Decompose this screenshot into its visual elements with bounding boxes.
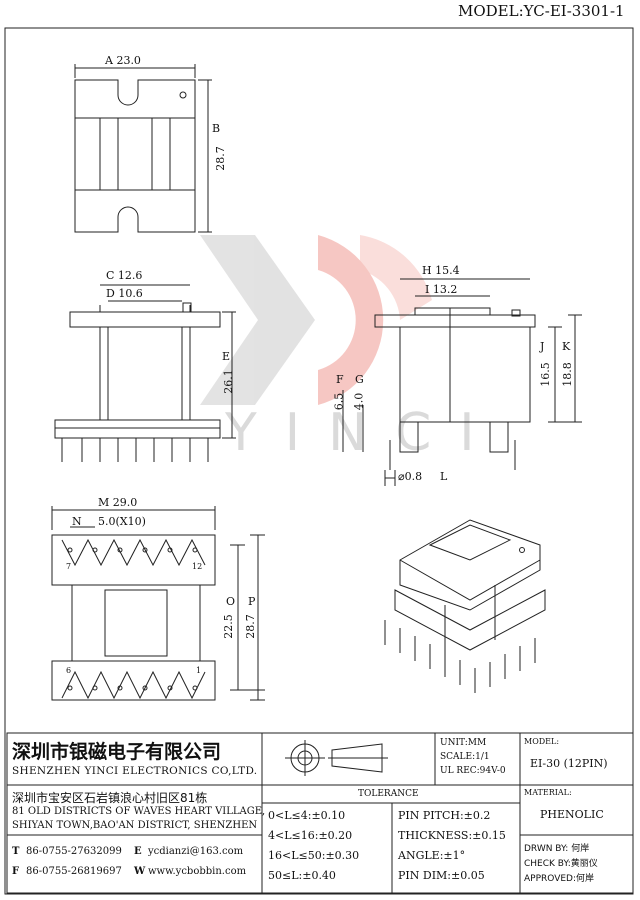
model-field-label: MODEL: <box>524 737 560 746</box>
dim-b: B <box>212 122 221 135</box>
web-icon: W <box>134 866 146 877</box>
model-header-label: MODEL: <box>458 2 524 20</box>
tel-value: 86-0755-27632099 <box>26 846 122 857</box>
dim-h: H 15.4 <box>422 264 460 277</box>
dim-l-letter: L <box>440 470 448 483</box>
dim-l: ⌀0.8 <box>398 470 423 483</box>
dim-n-value: 5.0(X10) <box>98 515 146 528</box>
tolerance-right-2: THICKNESS:±0.15 <box>398 829 506 842</box>
ul-rec-label: UL REC:94V-0 <box>440 766 506 776</box>
company-name-en: SHENZHEN YINCI ELECTRONICS CO,LTD. <box>12 765 258 777</box>
dim-o: O <box>226 595 236 608</box>
check-by: CHECK BY:黄丽仪 <box>524 859 598 869</box>
unit-label: UNIT:MM <box>440 738 487 748</box>
title-block-grid <box>6 732 634 894</box>
dim-f-value: 6.5 <box>332 392 346 411</box>
dim-b-value: 28.7 <box>213 146 227 171</box>
scale-label: SCALE:1/1 <box>440 752 490 762</box>
tolerance-left-3: 16<L≤50:±0.30 <box>268 849 360 862</box>
fax-row: F 86-0755-26819697 <box>12 866 122 877</box>
dim-p-value: 28.7 <box>243 614 257 639</box>
pin-6-label: 6 <box>66 666 72 675</box>
email-icon: E <box>134 846 142 857</box>
model-field-value: EI-30 (12PIN) <box>530 757 608 770</box>
web-value: www.ycbobbin.com <box>148 866 247 877</box>
dim-e-value: 26.1 <box>221 369 235 394</box>
dim-o-value: 22.5 <box>221 614 235 639</box>
dim-k: K <box>562 340 571 353</box>
dim-n: N <box>72 515 82 528</box>
fax-icon: F <box>12 866 20 877</box>
tolerance-left-1: 0<L≤4:±0.10 <box>268 809 346 822</box>
tolerance-right-3: ANGLE:±1° <box>398 849 466 862</box>
dim-d: D 10.6 <box>106 287 143 300</box>
dim-f: F <box>336 373 344 386</box>
dim-g: G <box>355 373 364 386</box>
dim-k-value: 18.8 <box>560 362 574 387</box>
pin-12-label: 12 <box>192 562 203 571</box>
tel-row: T 86-0755-27632099 <box>12 846 122 857</box>
tolerance-title: TOLERANCE <box>358 789 419 799</box>
dim-e: E <box>222 350 231 363</box>
top-view <box>74 64 212 233</box>
material-value: PHENOLIC <box>540 808 604 821</box>
approved-by: APPROVED:何岸 <box>524 874 594 884</box>
dim-a: A 23.0 <box>105 54 141 67</box>
model-header: MODEL:YC-EI-3301-1 <box>458 2 625 20</box>
isometric-view <box>384 519 546 693</box>
email-value: ycdianzi@163.com <box>148 846 244 857</box>
pin-1-label: 1 <box>196 666 202 675</box>
bottom-view <box>51 506 265 701</box>
address-en-2: SHIYAN TOWN,BAO'AN DISTRICT, SHENZHEN <box>12 820 258 831</box>
fax-value: 86-0755-26819697 <box>26 866 122 877</box>
front-view <box>54 284 236 462</box>
watermark-text: YINCI <box>224 403 503 463</box>
tolerance-right-1: PIN PITCH:±0.2 <box>398 809 491 822</box>
dim-g-value: 4.0 <box>352 392 366 411</box>
side-view <box>342 278 582 486</box>
projection-symbol-icon <box>285 740 388 776</box>
dim-i: I 13.2 <box>425 283 458 296</box>
tolerance-left-2: 4<L≤16:±0.20 <box>268 829 353 842</box>
dim-m: M 29.0 <box>98 496 138 509</box>
model-header-value: YC-EI-3301-1 <box>523 2 625 20</box>
address-en-1: 81 OLD DISTRICTS OF WAVES HEART VILLAGE, <box>12 806 266 817</box>
dim-j: J <box>540 340 545 353</box>
yinci-watermark-logo <box>200 235 432 405</box>
drawn-by: DRWN BY: 何岸 <box>524 844 590 854</box>
dim-p: P <box>248 595 256 608</box>
tel-icon: T <box>12 846 20 857</box>
material-label: MATERIAL: <box>524 788 572 797</box>
dim-c: C 12.6 <box>106 269 143 282</box>
tolerance-right-4: PIN DIM:±0.05 <box>398 869 485 882</box>
address-cn: 深圳市宝安区石岩镇浪心村旧区81栋 <box>12 791 208 805</box>
pin-7-label: 7 <box>66 562 72 571</box>
company-name-cn: 深圳市银磁电子有限公司 <box>12 741 222 763</box>
page-frame <box>4 27 634 895</box>
tolerance-left-4: 50≤L:±0.40 <box>268 869 336 882</box>
dim-j-value: 16.5 <box>538 362 552 387</box>
